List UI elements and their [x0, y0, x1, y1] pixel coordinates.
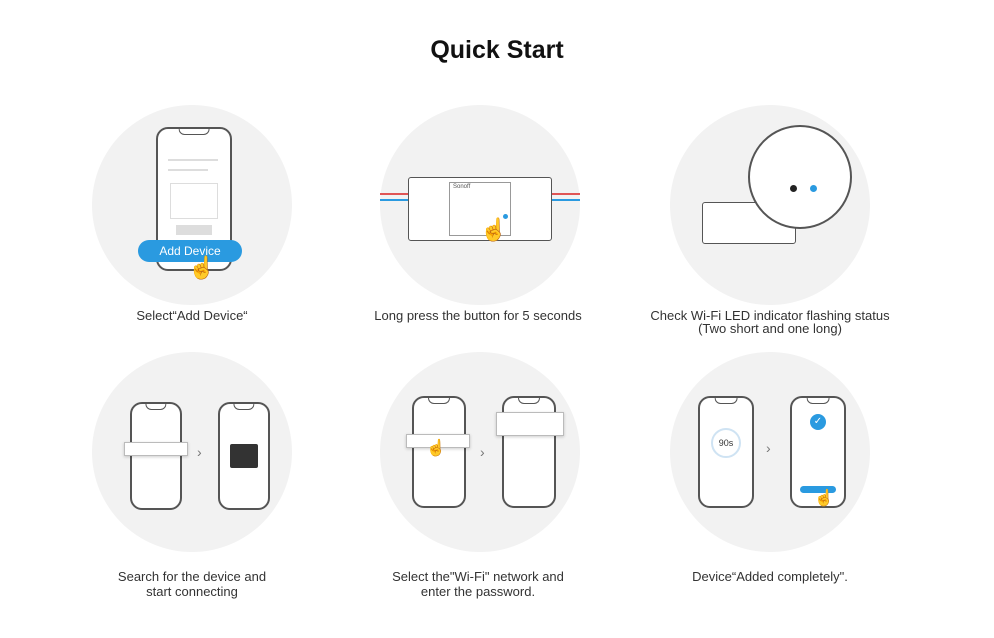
wifi-select-strip	[406, 434, 470, 448]
step-2-illustration: Sonoff ☝	[380, 105, 580, 305]
step-3-caption-line2: (Two short and one long)	[698, 321, 842, 336]
hand-pointer-icon: ☝	[480, 217, 508, 242]
step-2-caption: Long press the button for 5 seconds	[374, 308, 582, 323]
brand-logo: Sonoff	[453, 184, 471, 190]
add-device-button: Add Device	[138, 240, 242, 262]
step-1-caption: Select“Add Device“	[136, 308, 248, 323]
wifi-password-strip	[496, 412, 564, 436]
sonoff-device: Sonoff	[408, 177, 552, 241]
hand-pointer-icon: ☝	[426, 440, 446, 457]
arrow-right-icon: ›	[480, 444, 485, 460]
wifi-led-indicator	[810, 185, 817, 192]
phone-icon: 90s	[698, 396, 754, 508]
hand-pointer-icon: ☝	[814, 490, 834, 507]
countdown-timer: 90s	[711, 428, 741, 458]
page-title: Quick Start	[430, 36, 564, 64]
step-5-caption-line1: Select the"Wi-Fi" network and	[392, 569, 564, 584]
step-1-illustration: Add Device ☝	[92, 105, 292, 305]
connecting-spinner	[230, 444, 258, 468]
device-found-strip	[124, 442, 188, 456]
step-6-caption: Device“Added completely".	[692, 569, 848, 584]
hand-pointer-icon: ☝	[188, 255, 216, 280]
arrow-right-icon: ›	[197, 444, 202, 460]
phone-icon	[130, 402, 182, 510]
step-6-illustration: 90s › ✓ ☝	[670, 352, 870, 552]
led-zoom-view	[748, 125, 852, 229]
step-4-illustration: ›	[92, 352, 292, 552]
step-5-caption-line2: enter the password.	[420, 584, 536, 599]
step-4-caption-line2: start connecting	[146, 584, 238, 599]
checkmark-icon: ✓	[810, 414, 826, 430]
step-5-illustration: ☝ ›	[380, 352, 580, 552]
phone-icon	[218, 402, 270, 510]
phone-icon	[412, 396, 466, 508]
step-4-caption-line1: Search for the device and	[117, 569, 267, 584]
done-button	[800, 486, 836, 493]
step-3-caption-line1: Check Wi-Fi LED indicator flashing statu…	[650, 308, 890, 323]
step-3-illustration	[670, 105, 870, 305]
phone-icon: ✓	[790, 396, 846, 508]
arrow-right-icon: ›	[766, 440, 771, 456]
